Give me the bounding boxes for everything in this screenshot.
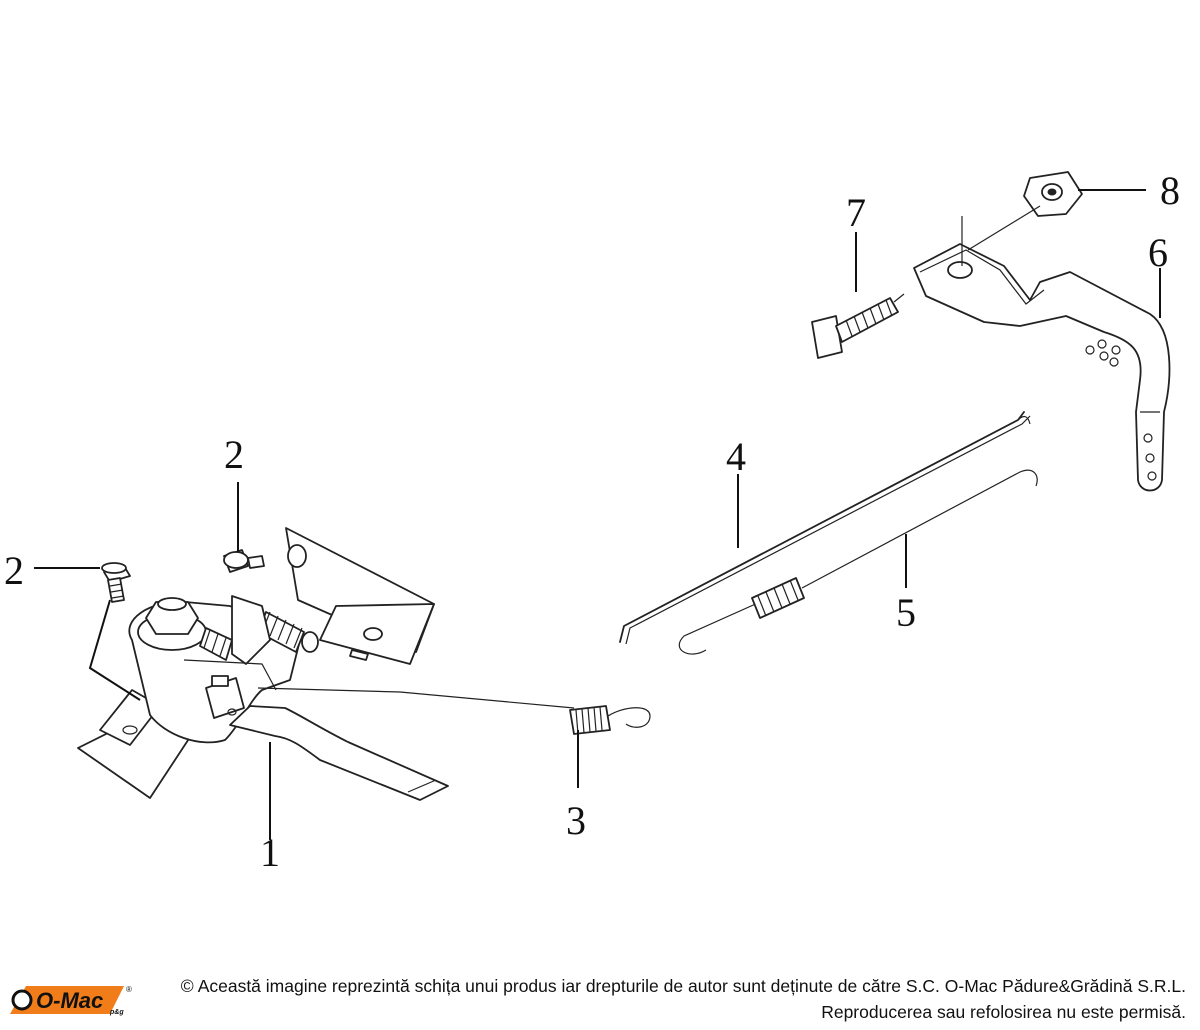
- omac-logo: O-Mac p&g ®: [10, 985, 132, 1016]
- copyright-line-2: Reproducerea sau refolosirea nu este per…: [821, 1002, 1186, 1022]
- part-2-bolt-left: [101, 562, 131, 603]
- part-4-governor-rod: [619, 411, 1031, 645]
- callout-2-center: 2: [224, 432, 244, 477]
- part-3-return-spring: [257, 687, 651, 735]
- part-8-nut: [967, 171, 1083, 251]
- logo-registered-mark: ®: [126, 985, 132, 994]
- callout-1: 1: [260, 830, 280, 875]
- exploded-parts-diagram: 1 2 2 3 4 5 6 7 8: [4, 168, 1180, 875]
- part-2-bolt-center: [223, 549, 265, 573]
- copyright-sign: ©: [180, 976, 194, 996]
- part-7-bolt: [811, 293, 905, 359]
- callout-8: 8: [1160, 168, 1180, 213]
- callout-6: 6: [1148, 230, 1168, 275]
- callout-7: 7: [846, 190, 866, 235]
- part-6-governor-arm: [913, 216, 1171, 492]
- part-5-spring-rod: [678, 469, 1038, 655]
- part-1-control-lever-assembly: [77, 527, 449, 801]
- callout-2-left: 2: [4, 548, 24, 593]
- callout-5: 5: [896, 590, 916, 635]
- copyright-text-1: Această imagine reprezintă schița unui p…: [197, 976, 1186, 996]
- callout-labels: 1 2 2 3 4 5 6 7 8: [4, 168, 1180, 875]
- logo-suffix: p&g: [109, 1009, 124, 1016]
- copyright-line-1: ©Această imagine reprezintă schița unui …: [181, 976, 1186, 997]
- callout-4: 4: [726, 434, 746, 479]
- leader-lines: [34, 189, 1161, 840]
- callout-3: 3: [566, 798, 586, 843]
- lever-spring: [199, 627, 233, 661]
- logo-text: O-Mac: [36, 988, 103, 1013]
